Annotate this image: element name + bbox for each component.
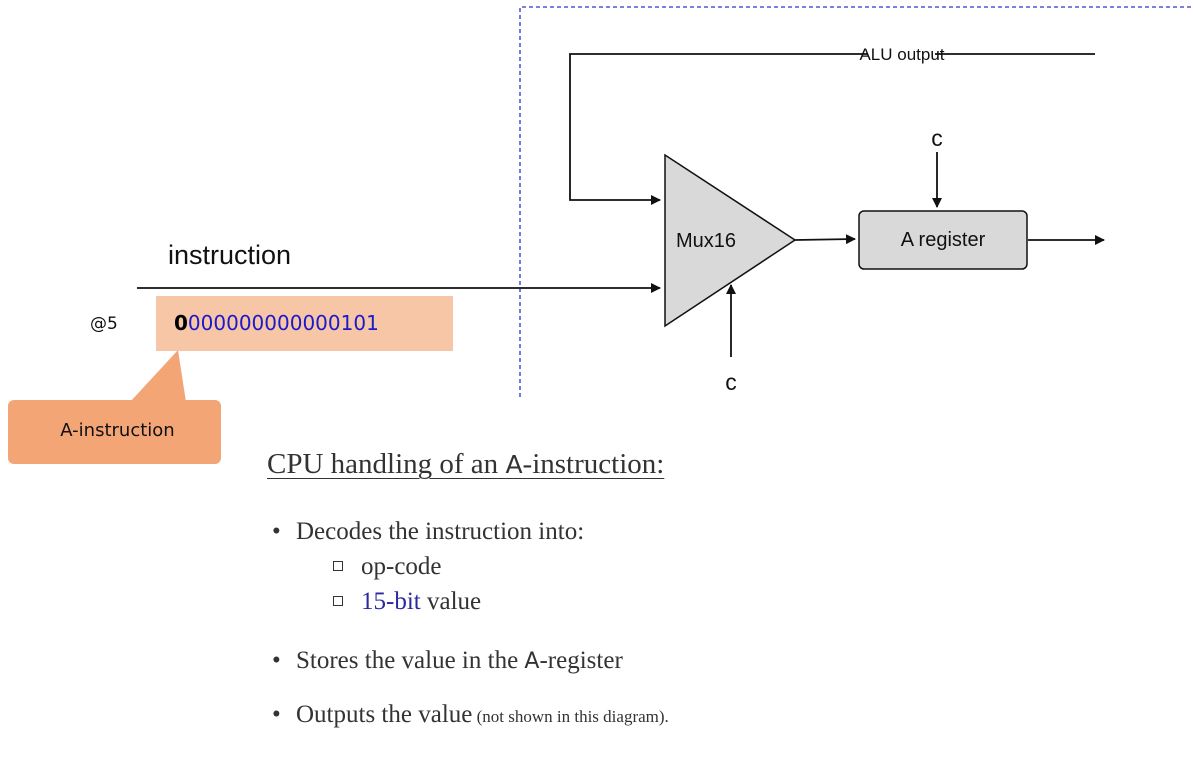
bullet-dot-icon: • [272, 647, 281, 674]
bullet-outputs: •Outputs the value (not shown in this di… [272, 701, 669, 728]
bullet-dot-icon: • [272, 518, 281, 545]
bullet-dot-icon: • [272, 701, 281, 728]
cpu-diagram: ALU output instruction Mux16 c A registe… [137, 6, 1193, 397]
bullet-stores: •Stores the value in the A-register [272, 647, 623, 674]
sub-item-opcode: op-code [333, 553, 442, 581]
sub-item-value: 15-bit value [333, 588, 481, 616]
alu-output-wire [569, 53, 1095, 200]
opcode-bit: 0 [174, 311, 188, 335]
binary-instruction: 0000000000000101 [174, 311, 379, 335]
dashed-boundary [519, 6, 1193, 397]
alu-output-label: ALU output [859, 45, 944, 64]
mux-control-label: c [725, 369, 737, 395]
a-instruction-callout-label: A-instruction [60, 420, 175, 441]
square-bullet-icon [333, 561, 343, 572]
mux16-label: Mux16 [676, 230, 736, 252]
a-instruction-callout [8, 400, 221, 464]
mux16-block [664, 153, 797, 328]
square-bullet-icon [333, 596, 343, 607]
register-control-label: c [931, 125, 943, 151]
a-register-block [858, 210, 1028, 270]
bullet-decodes: •Decodes the instruction into: [272, 518, 585, 545]
instruction-label: instruction [168, 240, 291, 270]
binary-instruction-box: 0000000000000101 [156, 296, 453, 351]
a-register-label: A register [901, 229, 986, 251]
section-heading: CPU handling of an A-instruction: [267, 448, 665, 480]
value-bits: 000000000000101 [187, 311, 379, 335]
mux-to-register-wire [794, 234, 856, 245]
assembly-label: @5 [90, 314, 118, 334]
callout-tail [130, 350, 186, 402]
